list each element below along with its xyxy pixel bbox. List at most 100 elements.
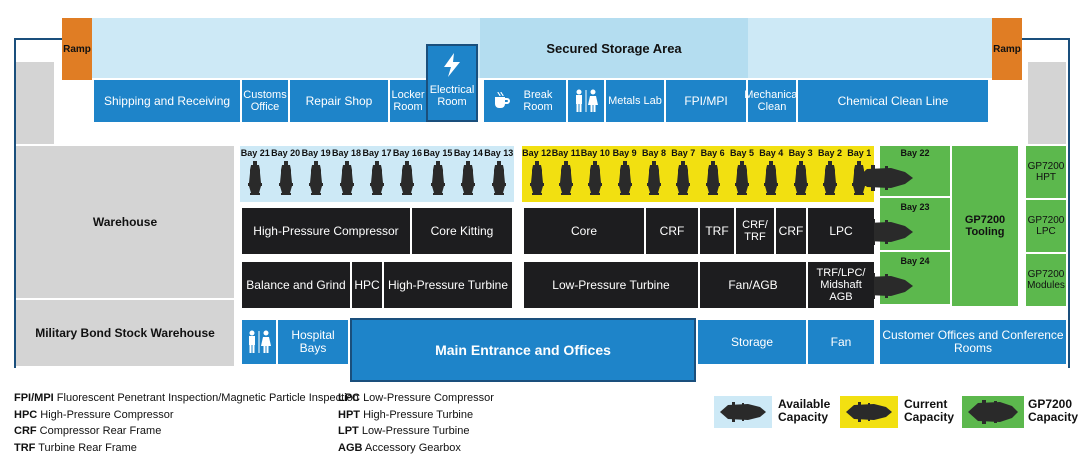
engine-icon (846, 402, 892, 422)
fpi-mpi: FPI/MPI (666, 80, 746, 122)
abbreviation-entry: FPI/MPI Fluorescent Penetrant Inspection… (14, 392, 359, 405)
trf: TRF (700, 208, 734, 254)
restroom-icon (576, 89, 598, 112)
abbreviation: LPC (338, 392, 360, 404)
abbreviation-definition: Low-Pressure Compressor (363, 392, 494, 404)
secured-storage-area: Secured Storage Area (480, 18, 748, 78)
gp7200-modules: GP7200 Modules (1026, 254, 1066, 306)
bay: Bay 5 (727, 146, 756, 202)
engine-icon (588, 161, 603, 195)
bay: Bay 9 (610, 146, 639, 202)
gp7200-tooling: GP7200 Tooling (952, 146, 1018, 306)
bay: Bay 20 (270, 146, 300, 202)
abbreviation: CRF (14, 425, 37, 437)
right-gray-column (1028, 62, 1066, 144)
bay-label: Bay 7 (671, 148, 696, 158)
bay-label: Bay 9 (612, 148, 637, 158)
abbreviation-entry: AGB Accessory Gearbox (338, 442, 461, 455)
engine-icon (822, 161, 837, 195)
gp-bay: Bay 23 (857, 200, 950, 252)
gp7200-hpt: GP7200 HPT (1026, 146, 1066, 198)
repair-shop: Repair Shop (290, 80, 388, 122)
abbreviation-definition: Accessory Gearbox (364, 441, 461, 454)
engine-icon (529, 161, 544, 195)
engine-icon (309, 161, 324, 195)
storage: Storage (698, 320, 806, 364)
engine-icon (705, 161, 720, 195)
fan-agb: Fan/AGB (700, 262, 806, 308)
bay-label: Bay 11 (551, 148, 581, 158)
lpc: LPC (808, 208, 874, 254)
main-entrance-and-offices: Main Entrance and Offices (350, 318, 696, 382)
customer-offices-and-conference-rooms: Customer Offices and Conference Rooms (880, 320, 1066, 364)
gp7200-capacity-swatch (962, 396, 1024, 428)
engine-icon (278, 161, 293, 195)
abbreviation-definition: Low-Pressure Turbine (361, 425, 470, 437)
bay: Bay 10 (581, 146, 610, 202)
bay: Bay 13 (484, 146, 514, 202)
bay-label: Bay 22 (900, 148, 930, 158)
engine-icon (430, 161, 445, 195)
metals-lab: Metals Lab (606, 80, 664, 122)
bay: Bay 21 (240, 146, 270, 202)
bay-label: Bay 13 (484, 148, 514, 158)
abbreviation-definition: Fluorescent Penetrant Inspection/Magneti… (56, 392, 359, 404)
abbreviation: FPI/MPI (14, 392, 54, 404)
bay: Bay 7 (669, 146, 698, 202)
engine-icon (369, 161, 384, 195)
gp7200-lpc: GP7200 LPC (1026, 200, 1066, 252)
crf-trf: CRF/ TRF (736, 208, 774, 254)
balance-and-grind: Balance and Grind (242, 262, 350, 308)
high-pressure-compressor: High-Pressure Compressor (242, 208, 410, 254)
engine-icon (617, 161, 632, 195)
bay: Bay 12 (522, 146, 551, 202)
core-kitting: Core Kitting (412, 208, 512, 254)
gp7200-capacity-label: GP7200 Capacity (1028, 397, 1079, 424)
bay-label: Bay 2 (817, 148, 842, 158)
engine-icon (248, 161, 263, 195)
engine-icon (857, 165, 913, 191)
break-room-box: Break Room (484, 80, 566, 122)
restroom-icon (249, 330, 271, 353)
break-room: Break Room (523, 89, 553, 113)
engine-icon (339, 161, 354, 195)
bay-label: Bay 21 (240, 148, 270, 158)
coffee-cup-icon (495, 91, 510, 108)
fan: Fan (808, 320, 874, 364)
current-capacity-swatch (840, 396, 898, 428)
bay: Bay 14 (453, 146, 483, 202)
crf-2: CRF (776, 208, 806, 254)
bay: Bay 8 (639, 146, 668, 202)
trf-lpc-midshaft-agb: TRF/LPC/ Midshaft AGB (808, 262, 874, 308)
left-gray-column (16, 62, 54, 144)
engine-icon (676, 161, 691, 195)
locker-room: Locker Room (390, 80, 426, 122)
bay: Bay 17 (362, 146, 392, 202)
bay-label: Bay 4 (759, 148, 784, 158)
engine-icon (793, 161, 808, 195)
available-capacity-label: Available Capacity (778, 397, 831, 424)
abbreviation-entry: HPT High-Pressure Turbine (338, 409, 473, 422)
abbreviation: AGB (338, 441, 363, 454)
bay-label: Bay 20 (271, 148, 301, 158)
customs-office: Customs Office (242, 80, 288, 122)
high-pressure-turbine: High-Pressure Turbine (384, 262, 512, 308)
abbreviation: HPT (338, 408, 360, 421)
ramp-right: Ramp (992, 18, 1022, 80)
bay-label: Bay 12 (522, 148, 552, 158)
bay-label: Bay 6 (700, 148, 725, 158)
mechanical-clean: Mechanical Clean (744, 80, 800, 122)
bay-label: Bay 3 (788, 148, 813, 158)
bay-label: Bay 14 (453, 148, 483, 158)
abbreviation-entry: HPC High-Pressure Compressor (14, 409, 174, 422)
bay: Bay 16 (392, 146, 422, 202)
low-pressure-turbine: Low-Pressure Turbine (524, 262, 698, 308)
bay: Bay 3 (786, 146, 815, 202)
hpc: HPC (352, 262, 382, 308)
bay: Bay 18 (331, 146, 361, 202)
bay: Bay 6 (698, 146, 727, 202)
engine-icon (400, 161, 415, 195)
current-capacity-label: Current Capacity (904, 397, 955, 424)
engine-icon (491, 161, 506, 195)
ramp-left: Ramp (62, 18, 92, 80)
